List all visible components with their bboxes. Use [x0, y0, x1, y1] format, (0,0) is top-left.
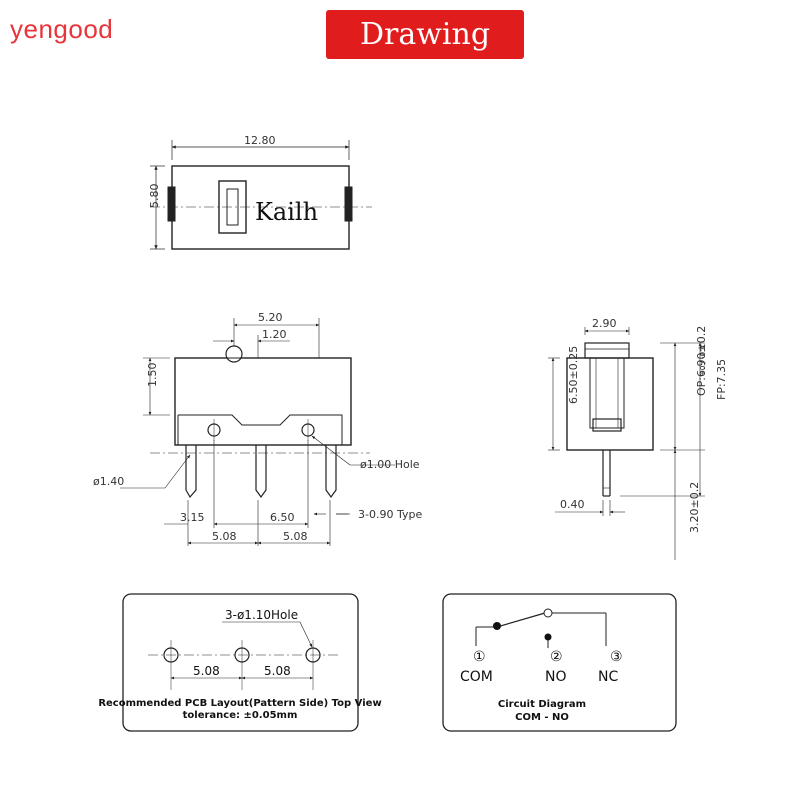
circuit-caption: Circuit Diagram [498, 699, 586, 710]
dim-6-50-end: 6.50±0.25 [567, 346, 580, 404]
top-height-label: 5.80 [148, 184, 161, 209]
pin-nc [325, 445, 337, 499]
side-body [174, 357, 352, 446]
pcb-caption: Recommended PCB Layout(Pattern Side) Top… [98, 698, 381, 709]
pin-com [185, 445, 197, 499]
dim-3-20: 3.20±0.2 [688, 482, 701, 533]
plunger [225, 345, 243, 363]
dim-0-40: 0.40 [560, 498, 585, 511]
com-contact [493, 622, 501, 630]
com-label: COM [460, 669, 493, 685]
circuit-sub-caption: COM - NO [515, 712, 569, 723]
left-tab [167, 186, 176, 222]
pin1-marker: ① [473, 649, 486, 665]
pcb-dim-right: 5.08 [264, 664, 291, 678]
end-actuator-slot [589, 357, 625, 429]
dim-fp: FP:7.35 [715, 359, 728, 400]
pcb-hole-label: 3-ø1.10Hole [225, 608, 298, 622]
circuit-panel [442, 593, 677, 732]
switch-lever [496, 612, 546, 628]
right-tab [344, 186, 353, 222]
dim-1-20: 1.20 [262, 328, 287, 341]
nc-label: NC [598, 669, 618, 685]
dim-3-15: 3.15 [180, 511, 205, 524]
dim-1-50: 1.50 [146, 363, 159, 388]
hole-label: ø1.00 Hole [360, 458, 420, 471]
no-label: NO [545, 669, 567, 685]
pcb-layout-panel [122, 593, 359, 732]
top-width-label: 12.80 [244, 134, 276, 147]
side-view [120, 318, 395, 546]
pcb-tolerance: tolerance: ±0.05mm [183, 710, 298, 721]
top-view [150, 140, 372, 250]
nc-contact [543, 608, 553, 618]
pin2-marker: ② [550, 649, 563, 665]
pin-no [255, 445, 267, 499]
dim-op: OP:6.90±0.2 [695, 326, 708, 396]
dim-dia-1-40: ø1.40 [93, 475, 124, 488]
drawing-banner: Drawing [326, 10, 524, 59]
no-contact [544, 633, 552, 641]
dim-5-20: 5.20 [258, 311, 283, 324]
dim-5-08-right: 5.08 [283, 530, 308, 543]
dim-6-50: 6.50 [270, 511, 295, 524]
pin3-marker: ③ [610, 649, 623, 665]
dim-fp-tolerance: +0 / -0.4 [699, 345, 707, 376]
dim-5-08-left: 5.08 [212, 530, 237, 543]
brand-watermark: yengood [10, 14, 114, 44]
kailh-logo: Kailh [255, 198, 318, 226]
pin-type-label: 3-0.90 Type [358, 508, 422, 521]
end-actuator-top [584, 342, 630, 359]
end-view [548, 327, 705, 560]
pcb-dim-left: 5.08 [193, 664, 220, 678]
dim-2-90: 2.90 [592, 317, 617, 330]
